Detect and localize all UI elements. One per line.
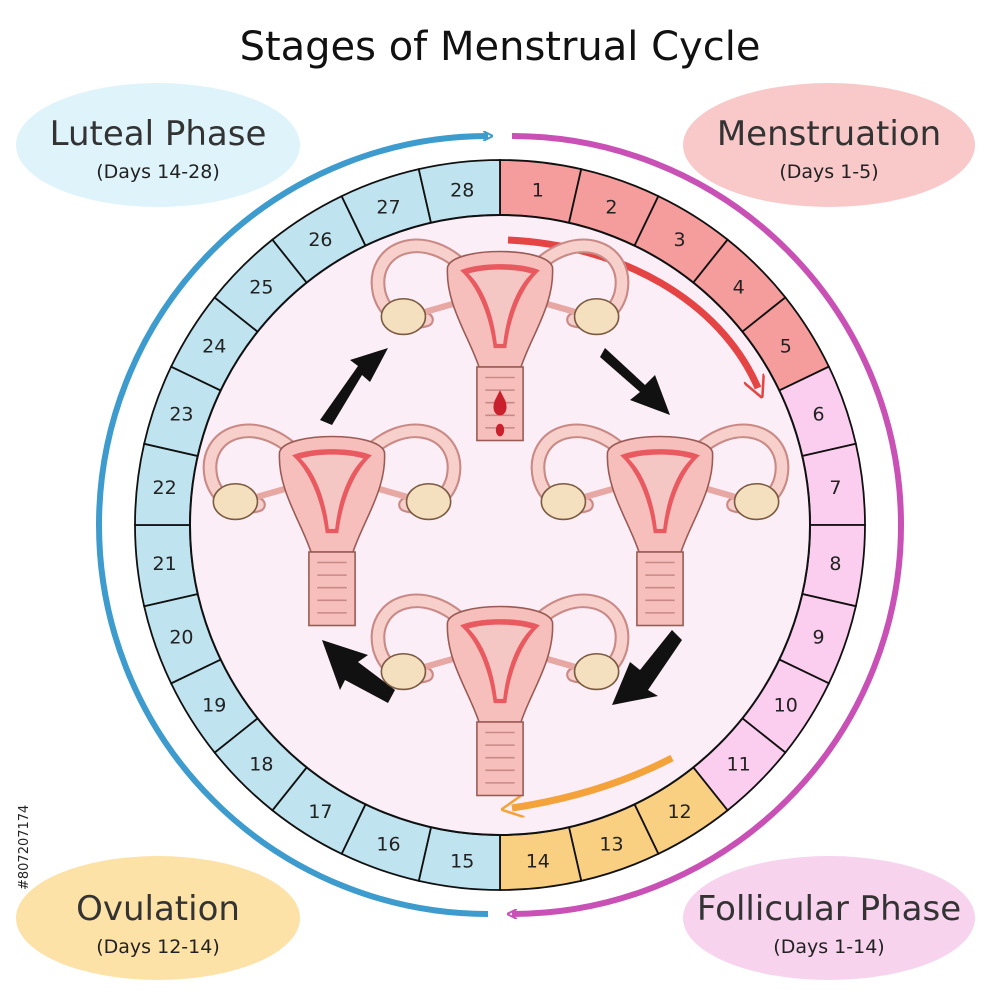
follicular-phase-name: Follicular Phase: [697, 889, 961, 929]
day-label-27: 27: [376, 196, 400, 218]
day-label-1: 1: [532, 180, 544, 202]
follicular-phase-bubble: [683, 856, 975, 980]
day-label-2: 2: [605, 196, 617, 218]
day-label-22: 22: [153, 477, 177, 499]
luteal-phase-arc: [96, 136, 488, 917]
cycle-arrow-bottom-right: [612, 630, 682, 705]
follicular-phase-arc: [512, 133, 904, 914]
day-label-9: 9: [813, 626, 825, 648]
menstruation-label: Menstruation (Days 1-5): [683, 83, 975, 207]
day-label-25: 25: [249, 276, 273, 298]
day-label-12: 12: [667, 801, 691, 823]
ovulation-days: (Days 12-14): [96, 936, 220, 958]
luteal-phase-label: Luteal Phase (Days 14-28): [16, 83, 300, 207]
day-label-19: 19: [202, 695, 226, 717]
day-label-10: 10: [774, 695, 798, 717]
day-label-20: 20: [169, 626, 193, 648]
follicular-phase-label: Follicular Phase (Days 1-14): [683, 856, 975, 980]
day-label-21: 21: [153, 553, 177, 575]
day-label-11: 11: [727, 754, 751, 776]
menstruation-name: Menstruation: [717, 114, 941, 154]
luteal-phase-bubble: [16, 83, 300, 207]
menstruation-bubble: [683, 83, 975, 207]
day-label-6: 6: [813, 404, 825, 426]
ovulation-name: Ovulation: [76, 889, 240, 929]
menstruation-days: (Days 1-5): [779, 161, 878, 183]
cycle-arrow-top-right: [600, 348, 670, 415]
cycle-arrow-bottom-left: [322, 640, 395, 703]
day-label-14: 14: [526, 850, 550, 872]
menstruation-arrow: [507, 236, 758, 388]
day-label-3: 3: [674, 229, 686, 251]
day-label-23: 23: [169, 404, 193, 426]
cycle-arrow-top-left: [320, 348, 388, 425]
day-label-24: 24: [202, 335, 226, 357]
day-label-28: 28: [450, 180, 474, 202]
follicular-phase-days: (Days 1-14): [773, 936, 884, 958]
ovulation-arrow: [512, 754, 674, 808]
day-label-16: 16: [376, 834, 400, 856]
day-label-17: 17: [308, 801, 332, 823]
day-label-4: 4: [733, 276, 745, 298]
uterus-menstruation-illustration: [378, 246, 622, 441]
day-label-18: 18: [249, 754, 273, 776]
stock-watermark: #807207174: [17, 805, 32, 890]
day-label-8: 8: [829, 553, 841, 575]
day-label-26: 26: [308, 229, 332, 251]
luteal-phase-name: Luteal Phase: [50, 114, 267, 154]
ovulation-label: Ovulation (Days 12-14): [16, 856, 300, 980]
day-label-13: 13: [599, 834, 623, 856]
ovulation-bubble: [16, 856, 300, 980]
page-title: Stages of Menstrual Cycle: [240, 24, 761, 70]
day-label-15: 15: [450, 850, 474, 872]
day-label-7: 7: [829, 477, 841, 499]
luteal-phase-days: (Days 14-28): [96, 161, 220, 183]
day-label-5: 5: [780, 335, 792, 357]
